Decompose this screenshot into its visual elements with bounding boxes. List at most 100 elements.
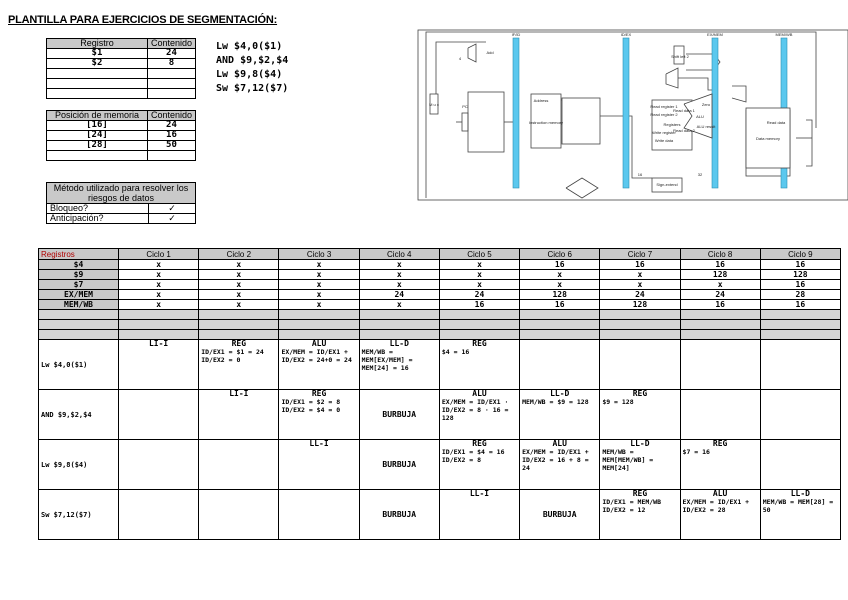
diagram-label: Read data 2 xyxy=(673,128,696,133)
register-value: x xyxy=(519,269,601,280)
stage-name: LI-I xyxy=(148,339,169,348)
diagram-label: IF/ID xyxy=(512,32,521,37)
cell-value: 16 xyxy=(146,130,197,141)
register-value: x xyxy=(117,289,200,300)
stage-cell: REG$7 = 16 xyxy=(679,439,761,490)
diagram-label: Read register 2 xyxy=(650,112,678,117)
stage-cell: BURBUJA xyxy=(358,439,440,490)
memory-table: Posición de memoria Contenido [16]24[24]… xyxy=(46,110,197,161)
code-line: AND $9,$2,$4 xyxy=(216,55,289,66)
register-value: x xyxy=(117,269,200,280)
register-value xyxy=(358,309,440,320)
stage-cell xyxy=(198,439,280,490)
cell-value: 24 xyxy=(146,48,197,59)
register-value: x xyxy=(117,279,200,290)
cell-value xyxy=(146,78,197,89)
register-value xyxy=(438,309,521,320)
register-value xyxy=(759,329,842,340)
stage-name: REG xyxy=(632,389,648,398)
register-value: 24 xyxy=(438,289,521,300)
cycle-header: Ciclo 4 xyxy=(358,248,440,260)
method-header: Método utilizado para resolver los riesg… xyxy=(46,182,196,204)
cycle-header: Ciclo 5 xyxy=(438,248,521,260)
register-value: 24 xyxy=(358,289,440,300)
col-header: Posición de memoria xyxy=(46,110,148,121)
register-value xyxy=(599,309,681,320)
stage-name: ALU xyxy=(311,339,327,348)
register-value xyxy=(759,309,842,320)
stage-cell: REG$9 = 128 xyxy=(599,389,681,440)
register-value: 128 xyxy=(759,269,842,280)
register-value: 128 xyxy=(679,269,761,280)
diagram-label: 4 xyxy=(459,56,462,61)
code-line: Sw $7,12($7) xyxy=(216,83,289,94)
cell-key: $1 xyxy=(46,48,148,59)
cell-value xyxy=(146,68,197,79)
stage-detail: ID/EX1 = $2 = 8 ID/EX2 = $4 = 0 xyxy=(281,398,341,414)
stage-cell: BURBUJA xyxy=(358,489,440,540)
register-value xyxy=(519,319,601,330)
stage-cell xyxy=(679,339,761,390)
stage-cell: REG$4 = 16 xyxy=(438,339,521,390)
cell-key xyxy=(46,78,148,89)
register-label xyxy=(38,319,119,330)
register-value xyxy=(278,309,360,320)
method-label: Bloqueo? xyxy=(46,203,149,214)
stage-name: ALU xyxy=(552,439,567,448)
register-row xyxy=(38,319,842,330)
cell-value xyxy=(146,150,197,161)
diagram-label: Shift left 2 xyxy=(671,54,690,59)
pipeline-datapath-diagram: IF/ID ID/EX EX/MEM MEM/WB Instruction me… xyxy=(417,29,848,201)
diagram-label: 32 xyxy=(698,172,703,177)
cell-value: 50 xyxy=(146,140,197,151)
cycle-header: Ciclo 7 xyxy=(599,248,681,260)
register-value xyxy=(198,309,280,320)
register-value xyxy=(117,319,200,330)
cycle-header: Ciclo 2 xyxy=(198,248,280,260)
stage-detail: MEM/WB = MEM[EX/MEM] = MEM[24] = 16 xyxy=(361,348,413,372)
register-label xyxy=(38,329,119,340)
register-value: x xyxy=(438,269,521,280)
col-header: Contenido xyxy=(146,110,197,121)
cell-key: [24] xyxy=(46,130,148,141)
register-value: 128 xyxy=(519,289,601,300)
stage-cell xyxy=(198,489,280,540)
cell-value xyxy=(146,88,197,99)
instruction-label: Lw $4,0($1) xyxy=(38,339,119,390)
register-value: x xyxy=(519,279,601,290)
stage-cell: LL-I xyxy=(438,489,521,540)
stage-name: REG xyxy=(472,439,487,448)
diagram-label: Zero xyxy=(702,102,711,107)
stage-cell: BURBUJA xyxy=(519,489,601,540)
register-value xyxy=(519,309,601,320)
stage-detail: $7 = 16 xyxy=(682,448,710,456)
method-label: Anticipación? xyxy=(46,213,149,224)
stage-detail: MEM/WB = MEM[28] = 50 xyxy=(762,498,834,514)
stage-detail: $9 = 128 xyxy=(602,398,634,406)
stage-cell xyxy=(679,389,761,440)
register-value: 16 xyxy=(519,299,601,310)
register-row xyxy=(38,309,842,320)
table-row xyxy=(46,78,197,89)
stage-detail: $4 = 16 xyxy=(441,348,470,356)
stage-name: LL-D xyxy=(550,389,570,398)
register-value: 16 xyxy=(438,299,521,310)
col-header: Contenido xyxy=(146,38,197,49)
cell-key xyxy=(46,68,148,79)
cell-key xyxy=(46,150,148,161)
register-value: 24 xyxy=(599,289,681,300)
stage-name: BURBUJA xyxy=(542,509,577,519)
register-value xyxy=(599,319,681,330)
stage-name: ALU xyxy=(712,489,728,498)
checkmark-icon: ✓ xyxy=(148,203,196,214)
stage-name: REG xyxy=(632,489,648,498)
stage-cell: LI-I xyxy=(117,339,200,390)
